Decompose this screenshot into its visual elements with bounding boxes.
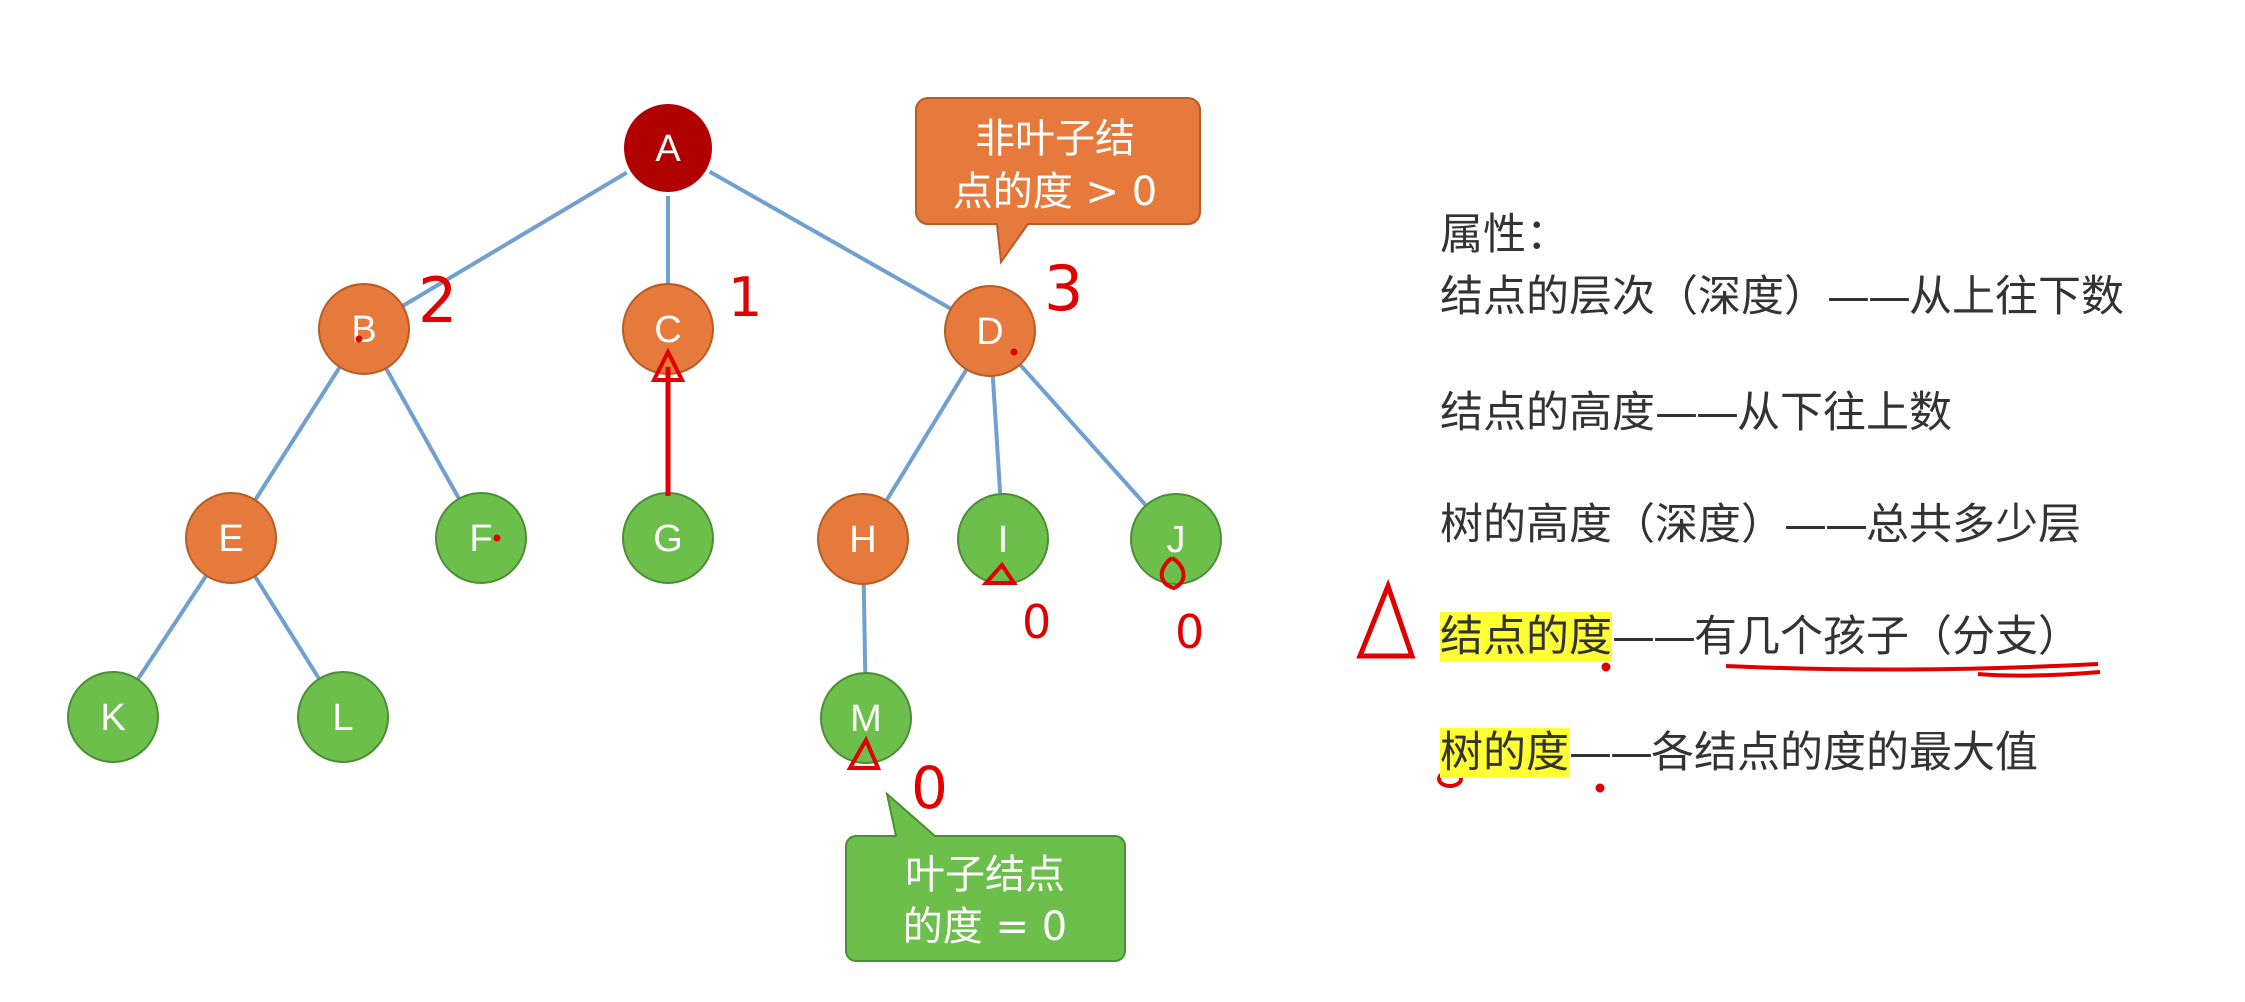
tree-node-m: M xyxy=(820,672,912,764)
node-label: C xyxy=(654,309,681,351)
annotation-mark-j xyxy=(1159,556,1186,591)
tree-node-i: I xyxy=(957,493,1049,585)
annotation-underline-branch xyxy=(1977,670,2101,678)
annotation-dot-4 xyxy=(1601,662,1611,672)
node-circle xyxy=(67,671,159,763)
property-tree-degree-desc: 各结点的度的最大值 xyxy=(1651,728,2038,778)
property-node-height-desc: 从下往上数 xyxy=(1737,388,1952,438)
callout-leaf-line1: 叶子结点 xyxy=(905,852,1065,898)
handwritten-annotations: 2 1 3 0 0 0 xyxy=(355,252,2101,822)
node-label: I xyxy=(998,519,1009,561)
node-circle xyxy=(1130,493,1222,585)
tree-node-e: E xyxy=(185,492,277,584)
callout-leaf: 叶子结点 的度 = 0 xyxy=(845,791,1126,962)
tree-node-l: L xyxy=(297,671,389,763)
annotation-triangle-i xyxy=(981,561,1018,585)
node-circle xyxy=(817,493,909,585)
property-tree-degree-term: 树的度 xyxy=(1440,728,1569,778)
property-level-desc: 从上往下数 xyxy=(1909,272,2124,322)
node-label: B xyxy=(351,309,376,351)
node-label: H xyxy=(849,519,876,561)
node-circle xyxy=(297,671,389,763)
edge-a-d xyxy=(667,146,991,333)
property-tree-height-term: 树的高度（深度） xyxy=(1440,500,1784,550)
tree-node-k: K xyxy=(67,671,159,763)
property-tree-degree: 树的度——各结点的度的最大值 xyxy=(1440,718,2038,780)
annotation-dot-1 xyxy=(355,335,363,343)
callout-nonleaf-line2: 点的度 > 0 xyxy=(953,169,1157,215)
property-level: 结点的层次（深度）——从上往下数 xyxy=(1440,262,2124,324)
tree-node-g: G xyxy=(622,492,714,584)
tree-nodes: A B C D E F G H I J K L M xyxy=(67,100,1222,764)
node-label: E xyxy=(218,518,243,560)
annotation-dot-2 xyxy=(1010,348,1018,356)
annotation-dot-3 xyxy=(493,534,501,542)
tree-node-b: B xyxy=(318,283,410,375)
property-tree-height: 树的高度（深度）——总共多少层 xyxy=(1440,490,2081,552)
annotation-underline-children xyxy=(1725,662,2099,672)
property-node-height: 结点的高度——从下往上数 xyxy=(1440,378,1952,440)
property-node-degree-desc: 有几个孩子（分支） xyxy=(1694,612,2081,662)
annotation-triangle-degree xyxy=(1356,578,1416,659)
callout-nonleaf: 非叶子结 点的度 > 0 xyxy=(915,97,1201,265)
property-tree-height-dash: —— xyxy=(1784,500,1868,550)
tree-node-f: F xyxy=(435,492,527,584)
annotation-dot-5 xyxy=(1595,783,1605,793)
node-label: J xyxy=(1167,519,1186,561)
node-circle xyxy=(820,672,912,764)
property-tree-height-desc: 总共多少层 xyxy=(1866,500,2081,550)
annotation-triangle-c xyxy=(650,347,686,382)
annotation-degree-b: 2 xyxy=(418,264,457,337)
node-label: M xyxy=(850,698,882,740)
node-circle xyxy=(185,492,277,584)
node-label: A xyxy=(655,128,681,170)
property-tree-degree-dash: —— xyxy=(1569,728,1653,778)
node-label: L xyxy=(332,697,353,739)
annotation-degree-m: 0 xyxy=(911,754,948,822)
annotation-degree-i: 0 xyxy=(1022,595,1051,649)
annotation-degree-d: 3 xyxy=(1044,252,1083,325)
property-level-dash: —— xyxy=(1827,272,1911,322)
callout-nonleaf-shape xyxy=(915,97,1201,265)
property-node-degree-dash: —— xyxy=(1612,612,1696,662)
node-circle xyxy=(620,100,716,196)
tree-node-j: J xyxy=(1130,493,1222,585)
node-label: D xyxy=(976,311,1003,353)
tree-node-c: C xyxy=(622,283,714,375)
property-level-term: 结点的层次（深度） xyxy=(1440,272,1827,322)
callout-nonleaf-line1: 非叶子结 xyxy=(975,116,1135,162)
callout-leaf-shape xyxy=(845,791,1126,962)
tree-node-a: A xyxy=(620,100,716,196)
property-node-degree: 结点的度——有几个孩子（分支） xyxy=(1440,602,2081,664)
node-label: F xyxy=(469,518,492,560)
node-circle xyxy=(435,492,527,584)
edge-d-j xyxy=(988,329,1178,541)
property-node-degree-term: 结点的度 xyxy=(1440,612,1612,662)
tree-node-d: D xyxy=(944,285,1036,377)
annotation-degree-j: 0 xyxy=(1175,605,1204,659)
annotation-triangle-m xyxy=(846,735,882,770)
property-node-height-term: 结点的高度 xyxy=(1440,388,1655,438)
tree-node-h: H xyxy=(817,493,909,585)
properties-heading: 属性： xyxy=(1440,210,1569,260)
property-node-height-dash: —— xyxy=(1655,388,1739,438)
annotation-degree-c: 1 xyxy=(728,266,762,329)
node-label: K xyxy=(100,697,125,739)
node-circle xyxy=(318,283,410,375)
callout-leaf-line2: 的度 = 0 xyxy=(903,904,1067,950)
node-label: G xyxy=(653,518,683,560)
edge-a-b xyxy=(362,146,670,331)
